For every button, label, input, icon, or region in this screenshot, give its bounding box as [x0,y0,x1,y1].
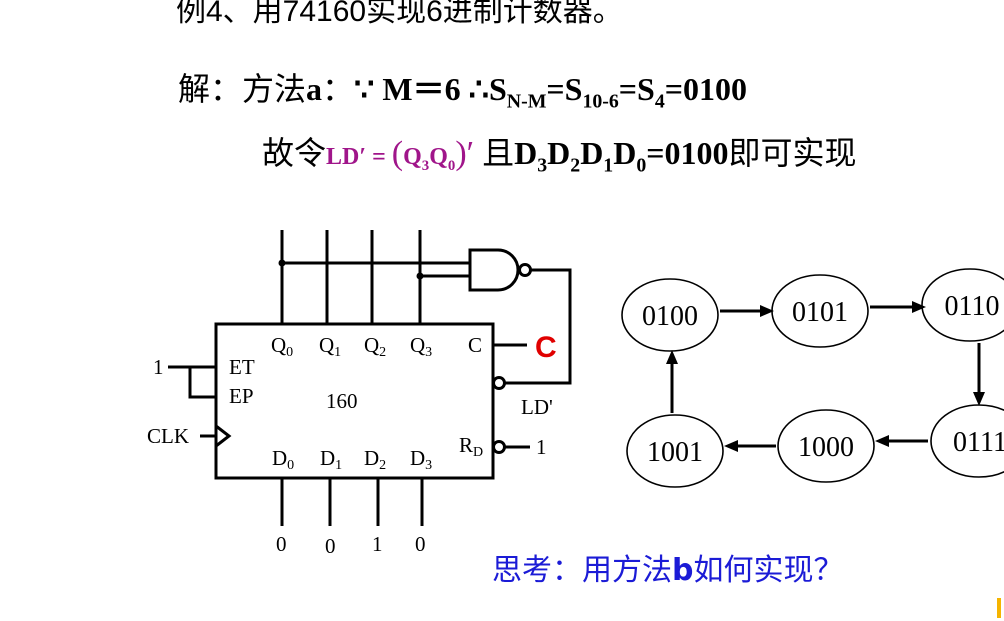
state-label-1001: 1001 [647,437,703,468]
clk-triangle [215,424,232,448]
arrowhead-0110 [912,301,926,313]
and-text: 且 [474,135,515,171]
clk-label: CLK [147,424,189,448]
d2-pin-label: D2 [364,446,386,473]
d2-label: D [547,135,571,171]
ld-prime-label: LD′ [326,144,367,170]
d1-pin-label: D1 [320,446,342,473]
arrowhead-0111 [973,392,985,406]
q3-pin-label: Q3 [410,333,432,360]
c-pin-label: C [468,333,482,357]
s-value: =0100 [664,71,747,107]
solution-line: 解：方法a：∵ M＝6 ∴SN-M=S10-6=S4=0100 [178,64,747,113]
q3-label: Q [403,144,422,170]
think-question: 思考：用方法b如何实现？ [492,545,843,589]
q0-junction-dot [278,259,286,267]
d1-input-value: 0 [325,534,336,558]
because-symbol: ∵ [354,71,375,107]
ld-formula: LD′ = (Q3Q0)′ [326,135,474,174]
d-value: =0100 [646,135,729,171]
d0-label: D [613,135,637,171]
therefore-symbol: ∴ [468,71,489,107]
colon: ： [322,71,355,107]
state-label-0110: 0110 [945,291,1000,322]
d0-sub: 0 [636,154,647,177]
d1-sub: 1 [603,154,614,177]
d2-input-value: 1 [372,532,383,556]
think-prefix: 思考：用方法 [492,553,672,588]
think-method: b [672,553,694,588]
q1-pin-label: Q1 [319,333,341,360]
arrowhead-1000 [875,435,889,447]
s4-subscript: 4 [654,90,665,113]
d1-label: D [580,135,604,171]
arrowhead-0101 [760,305,774,317]
chip-name: 160 [326,389,358,413]
ld-equals: = [366,144,392,170]
think-suffix: 如何实现？ [693,553,844,588]
q3-junction-dot [416,272,424,280]
d2-sub: 2 [570,154,581,177]
ep-pin-label: EP [229,384,254,408]
problem-title: 例4、用74160实现6进制计数器。 [176,0,623,28]
q3-sub: 3 [421,157,430,174]
s-nm-subscript: N-M [506,90,547,113]
et-pin-label: ET [229,355,255,379]
state-label-1000: 1000 [798,432,854,463]
state-node-1001 [626,414,724,488]
ep-wire [188,367,216,399]
d3-input-value: 0 [415,532,426,556]
state-node-1000 [777,409,875,483]
paren-close: ) [455,135,467,172]
d3-label: D [514,135,538,171]
method-letter: a [306,71,323,107]
state-node-0100 [621,278,719,352]
d0-pin-label: D0 [272,446,294,473]
d0-input-value: 0 [276,532,287,556]
nand-bubble [518,263,532,277]
d3-sub: 3 [537,154,548,177]
rd-input-value: 1 [536,435,547,459]
state-node-0110 [921,268,1004,342]
et-ep-input-value: 1 [153,355,164,379]
solution-prefix: 解：方法 [178,71,307,107]
state-label-0101: 0101 [792,297,848,328]
state-label-0100: 0100 [642,301,698,332]
q2-pin-label: Q2 [364,333,386,360]
s-106-subscript: 10-6 [582,90,619,113]
nand-gate [468,248,520,292]
ld-feedback-wire [505,268,572,385]
d3-pin-label: D3 [410,446,432,473]
paren-open: ( [391,135,404,172]
chip-body [214,322,495,480]
rd-pin-label: RD [459,433,483,460]
m-equation: M＝6 [374,71,469,107]
s-eq-2: =S [618,71,655,107]
arrowhead-0100 [666,350,678,364]
s-eq-1: =S [546,71,583,107]
line2-prefix: 故令 [262,135,327,171]
q0-pin-label: Q0 [271,333,293,360]
ld-bubble [492,376,506,390]
corner-marker [997,598,1001,618]
s-symbol: S [488,71,507,107]
q0-sub: 0 [447,157,456,174]
prime-mark: ′ [466,135,475,172]
line2-suffix: 即可实现 [728,135,857,171]
load-condition-line: 故令LD′ = (Q3Q0)′ 且D3D2D1D0=0100即可实现 [262,128,857,177]
arrowhead-1001 [724,440,738,452]
state-label-0111: 0111 [953,427,1004,458]
rd-bubble [492,440,506,454]
q0-label: Q [429,144,448,170]
ld-pin-label: LD' [521,395,553,419]
carry-output-label: C [535,331,557,364]
